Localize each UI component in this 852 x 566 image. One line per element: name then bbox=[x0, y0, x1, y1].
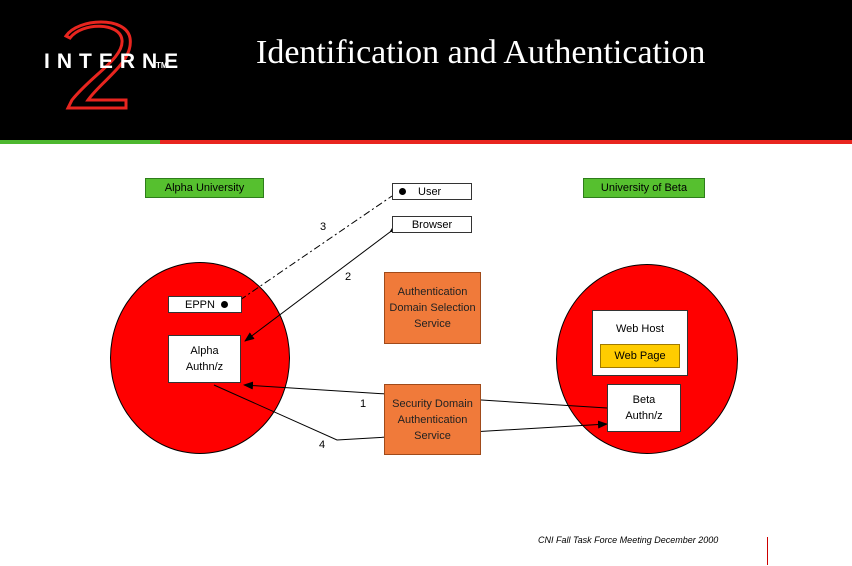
header-bar bbox=[0, 0, 852, 141]
red-accent-bar bbox=[160, 140, 852, 144]
alpha-university-label: Alpha University bbox=[145, 178, 264, 198]
user-label: User bbox=[418, 185, 442, 198]
footer-divider bbox=[767, 537, 768, 565]
auth-domain-selection-box: Authentication Domain Selection Service bbox=[384, 272, 481, 344]
line-2 bbox=[244, 223, 400, 342]
alpha-authnz-box: Alpha Authn/z bbox=[168, 335, 241, 383]
browser-box: Browser bbox=[392, 216, 472, 233]
eppn-label: EPPN bbox=[185, 298, 215, 311]
user-box: User bbox=[392, 183, 472, 200]
user-dot-icon bbox=[399, 188, 406, 195]
eppn-dot-icon bbox=[220, 301, 228, 308]
beta-authnz-box: Beta Authn/z bbox=[607, 384, 681, 432]
security-domain-auth-box: Security Domain Authentication Service bbox=[384, 384, 481, 455]
web-page-box: Web Page bbox=[600, 344, 680, 368]
step-2-label: 2 bbox=[345, 271, 352, 283]
green-accent-bar bbox=[0, 140, 160, 144]
logo-tm: TM bbox=[156, 61, 168, 70]
step-4-label: 4 bbox=[319, 439, 326, 451]
footer-text: CNI Fall Task Force Meeting December 200… bbox=[538, 535, 719, 545]
step-1-label: 1 bbox=[360, 398, 367, 410]
eppn-box: EPPN bbox=[168, 296, 242, 313]
web-host-label: Web Host bbox=[615, 323, 665, 335]
line-4 bbox=[213, 384, 608, 441]
university-of-beta-label: University of Beta bbox=[583, 178, 705, 198]
page-title: Identification and Authentication bbox=[256, 34, 706, 71]
step-3-label: 3 bbox=[320, 221, 327, 233]
